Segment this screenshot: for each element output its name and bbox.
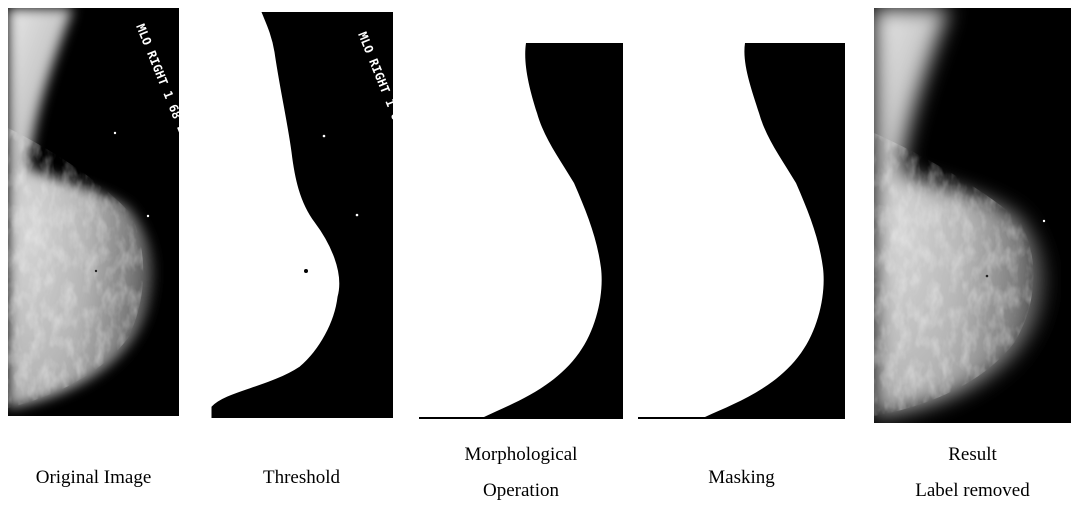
threshold-panel: MLO RIGHT 1 68 L — [210, 12, 393, 418]
masking-panel — [638, 43, 845, 419]
caption-masking: Masking — [638, 463, 845, 493]
result-panel — [874, 8, 1071, 423]
caption-masking-line1: Masking — [638, 463, 845, 493]
caption-result-line1: Result — [874, 440, 1071, 470]
caption-threshold-line1: Threshold — [210, 463, 393, 493]
caption-morphological-line1: Morphological — [419, 440, 623, 470]
caption-result-line2: Label removed — [874, 476, 1071, 506]
caption-morphological-line2: Operation — [419, 476, 623, 506]
original-image-panel: MLO RIGHT 1 68 L — [8, 8, 179, 416]
caption-result: Result Label removed — [874, 440, 1071, 507]
morphological-panel — [419, 43, 623, 419]
caption-threshold: Threshold — [210, 463, 393, 493]
caption-original-line1: Original Image — [8, 463, 179, 493]
caption-original: Original Image — [8, 463, 179, 493]
caption-morphological: Morphological Operation — [419, 440, 623, 507]
